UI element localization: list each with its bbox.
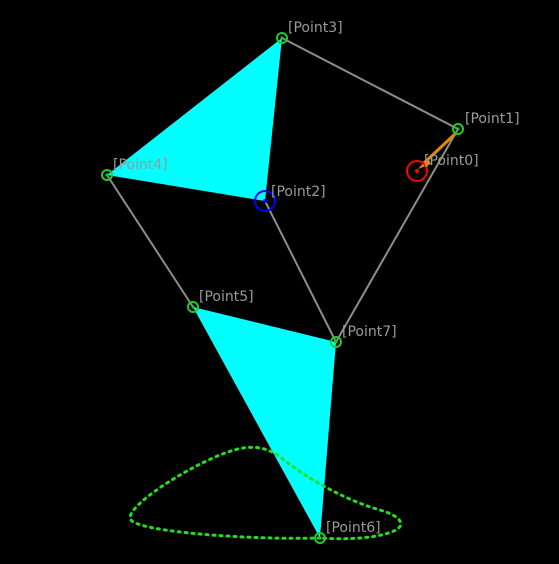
edge-point2-point7 <box>264 200 337 343</box>
point5-marker[interactable] <box>187 301 199 313</box>
point5-label: [Point5] <box>199 289 254 305</box>
upper-cyan-triangle <box>107 38 282 201</box>
point2-label: [Point2] <box>271 184 326 200</box>
edge-point3-point1 <box>281 37 459 130</box>
point4-label: [Point4] <box>113 157 168 173</box>
point3-label: [Point3] <box>288 20 343 36</box>
edge-lines <box>106 37 459 343</box>
point4-marker[interactable] <box>101 169 113 181</box>
point3-marker[interactable] <box>276 32 288 44</box>
point1-marker[interactable] <box>452 123 464 135</box>
edge-point1-point7 <box>335 128 459 343</box>
point0-marker[interactable] <box>406 160 428 182</box>
edge-point4-point5 <box>106 174 194 308</box>
lower-cyan-triangle <box>193 307 336 538</box>
point6-marker[interactable] <box>314 532 326 544</box>
direction-arrow <box>422 132 457 165</box>
point7-label: [Point7] <box>342 324 397 340</box>
point6-label: [Point6] <box>326 520 381 536</box>
point2-marker[interactable] <box>254 190 276 212</box>
point1-label: [Point1] <box>465 111 520 127</box>
point0-label: [Point0] <box>424 153 479 169</box>
dotted-trajectory-path <box>128 445 403 541</box>
point7-marker[interactable] <box>330 336 342 348</box>
